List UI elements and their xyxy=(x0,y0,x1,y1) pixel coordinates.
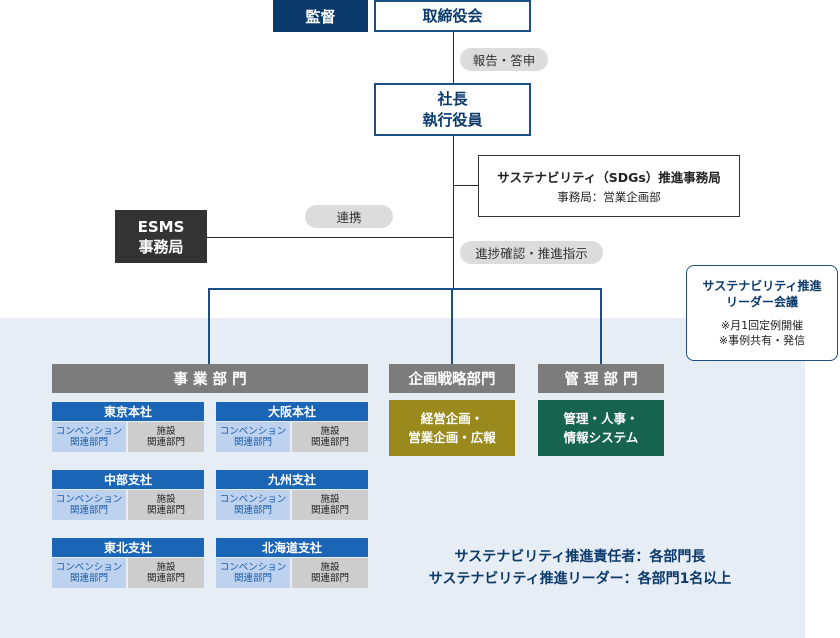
audit-label: 監督 xyxy=(305,7,336,26)
related-dept-label: 関連部門 xyxy=(233,437,272,448)
planning-division-header: 企画戦略部門 xyxy=(389,364,515,393)
council-note-2: ※事例共有・発信 xyxy=(718,334,806,347)
related-dept-label: 関連部門 xyxy=(69,505,108,516)
branch-card: 中部支社 コンベンション 関連部門 施設 関連部門 xyxy=(52,470,204,520)
branch-name: 九州支社 xyxy=(216,470,368,489)
board-label: 取締役会 xyxy=(422,6,483,25)
planning-division-title: 企画戦略部門 xyxy=(408,372,496,388)
esms-office-label: 事務局 xyxy=(138,237,184,256)
related-dept-label: 関連部門 xyxy=(146,573,185,584)
planning-division-body: 経営企画・ 営業企画・広報 xyxy=(389,400,515,456)
facility-dept-cell: 施設 関連部門 xyxy=(292,558,368,588)
sdgs-office-title: サステナビリティ（SDGs）推進事務局 xyxy=(497,170,721,185)
branch-card: 東京本社 コンベンション 関連部門 施設 関連部門 xyxy=(52,402,204,452)
facility-label: 施設 xyxy=(320,562,340,573)
audit-box: 監督 xyxy=(273,0,368,32)
related-dept-label: 関連部門 xyxy=(310,505,349,516)
convention-dept-cell: コンベンション 関連部門 xyxy=(216,558,290,588)
president-trunk-line xyxy=(453,136,454,288)
branch-card: 北海道支社 コンベンション 関連部門 施設 関連部門 xyxy=(216,538,368,588)
council-title-line1: サステナビリティ推進 xyxy=(702,279,822,293)
convention-dept-cell: コンベンション 関連部門 xyxy=(216,490,290,520)
progress-pill: 進捗確認・推進指示 xyxy=(460,241,603,264)
esms-label: ESMS xyxy=(137,217,185,236)
facility-dept-cell: 施設 関連部門 xyxy=(292,490,368,520)
esms-box: ESMS 事務局 xyxy=(115,210,207,263)
convention-label: コンベンション xyxy=(219,494,287,505)
board-to-president-line xyxy=(453,32,454,83)
branch-name: 北海道支社 xyxy=(216,538,368,557)
related-dept-label: 関連部門 xyxy=(233,573,272,584)
related-dept-label: 関連部門 xyxy=(310,437,349,448)
president-label: 社長 xyxy=(437,89,468,108)
related-dept-label: 関連部門 xyxy=(69,573,108,584)
facility-dept-cell: 施設 関連部門 xyxy=(128,558,204,588)
facility-label: 施設 xyxy=(156,494,176,505)
progress-label: 進捗確認・推進指示 xyxy=(475,246,588,261)
management-division-title: 管 理 部 門 xyxy=(564,372,638,388)
related-dept-label: 関連部門 xyxy=(146,505,185,516)
liaison-pill: 連携 xyxy=(305,205,393,228)
management-division-body: 管理・人事・ 情報システム xyxy=(538,400,664,456)
leader-council-box: サステナビリティ推進 リーダー会議 ※月1回定例開催 ※事例共有・発信 xyxy=(686,265,838,361)
related-dept-label: 関連部門 xyxy=(69,437,108,448)
business-drop-line xyxy=(208,288,210,364)
planning-line2: 営業企画・広報 xyxy=(408,430,496,445)
executive-officers-label: 執行役員 xyxy=(422,110,483,129)
president-box: 社長 執行役員 xyxy=(374,83,531,136)
esms-connector xyxy=(207,237,453,238)
planning-line1: 経営企画・ xyxy=(420,411,484,426)
convention-label: コンベンション xyxy=(219,562,287,573)
convention-label: コンベンション xyxy=(55,562,123,573)
sdgs-office-connector xyxy=(453,185,479,186)
facility-label: 施設 xyxy=(320,426,340,437)
related-dept-label: 関連部門 xyxy=(310,573,349,584)
council-title-line2: リーダー会議 xyxy=(725,295,798,309)
facility-label: 施設 xyxy=(156,562,176,573)
business-division-title: 事 業 部 門 xyxy=(173,372,247,388)
report-label: 報告・答申 xyxy=(472,53,536,68)
facility-dept-cell: 施設 関連部門 xyxy=(128,422,204,452)
sdgs-office-box: サステナビリティ（SDGs）推進事務局 事務局：営業企画部 xyxy=(478,155,740,217)
related-dept-label: 関連部門 xyxy=(233,505,272,516)
liaison-label: 連携 xyxy=(336,210,362,225)
branch-card: 大阪本社 コンベンション 関連部門 施設 関連部門 xyxy=(216,402,368,452)
council-note-1: ※月1回定例開催 xyxy=(720,319,804,332)
convention-dept-cell: コンベンション 関連部門 xyxy=(52,490,126,520)
management-line1: 管理・人事・ xyxy=(563,411,639,426)
business-division-header: 事 業 部 門 xyxy=(52,364,368,393)
facility-dept-cell: 施設 関連部門 xyxy=(292,422,368,452)
branch-name: 大阪本社 xyxy=(216,402,368,421)
convention-label: コンベンション xyxy=(219,426,287,437)
responsibility-notes: サステナビリティ推進責任者：各部門長 サステナビリティ推進リーダー：各部門1名以… xyxy=(385,546,775,592)
management-line2: 情報システム xyxy=(563,430,639,445)
management-division-header: 管 理 部 門 xyxy=(538,364,664,393)
board-box: 取締役会 xyxy=(374,0,531,32)
convention-dept-cell: コンベンション 関連部門 xyxy=(52,558,126,588)
promotion-manager-note: サステナビリティ推進責任者：各部門長 xyxy=(454,549,706,565)
sdgs-office-sub: 事務局：営業企画部 xyxy=(557,190,661,204)
facility-dept-cell: 施設 関連部門 xyxy=(128,490,204,520)
promotion-leader-note: サステナビリティ推進リーダー：各部門1名以上 xyxy=(428,571,732,587)
council-notes: ※月1回定例開催 ※事例共有・発信 xyxy=(719,318,805,348)
report-pill: 報告・答申 xyxy=(460,48,548,71)
branch-card: 九州支社 コンベンション 関連部門 施設 関連部門 xyxy=(216,470,368,520)
convention-dept-cell: コンベンション 関連部門 xyxy=(216,422,290,452)
related-dept-label: 関連部門 xyxy=(146,437,185,448)
planning-drop-line xyxy=(451,288,453,364)
facility-label: 施設 xyxy=(156,426,176,437)
branch-card: 東北支社 コンベンション 関連部門 施設 関連部門 xyxy=(52,538,204,588)
convention-label: コンベンション xyxy=(55,426,123,437)
branch-name: 東京本社 xyxy=(52,402,204,421)
convention-label: コンベンション xyxy=(55,494,123,505)
division-bus-line xyxy=(208,288,601,290)
facility-label: 施設 xyxy=(320,494,340,505)
branch-name: 中部支社 xyxy=(52,470,204,489)
convention-dept-cell: コンベンション 関連部門 xyxy=(52,422,126,452)
management-drop-line xyxy=(600,288,602,364)
branch-name: 東北支社 xyxy=(52,538,204,557)
